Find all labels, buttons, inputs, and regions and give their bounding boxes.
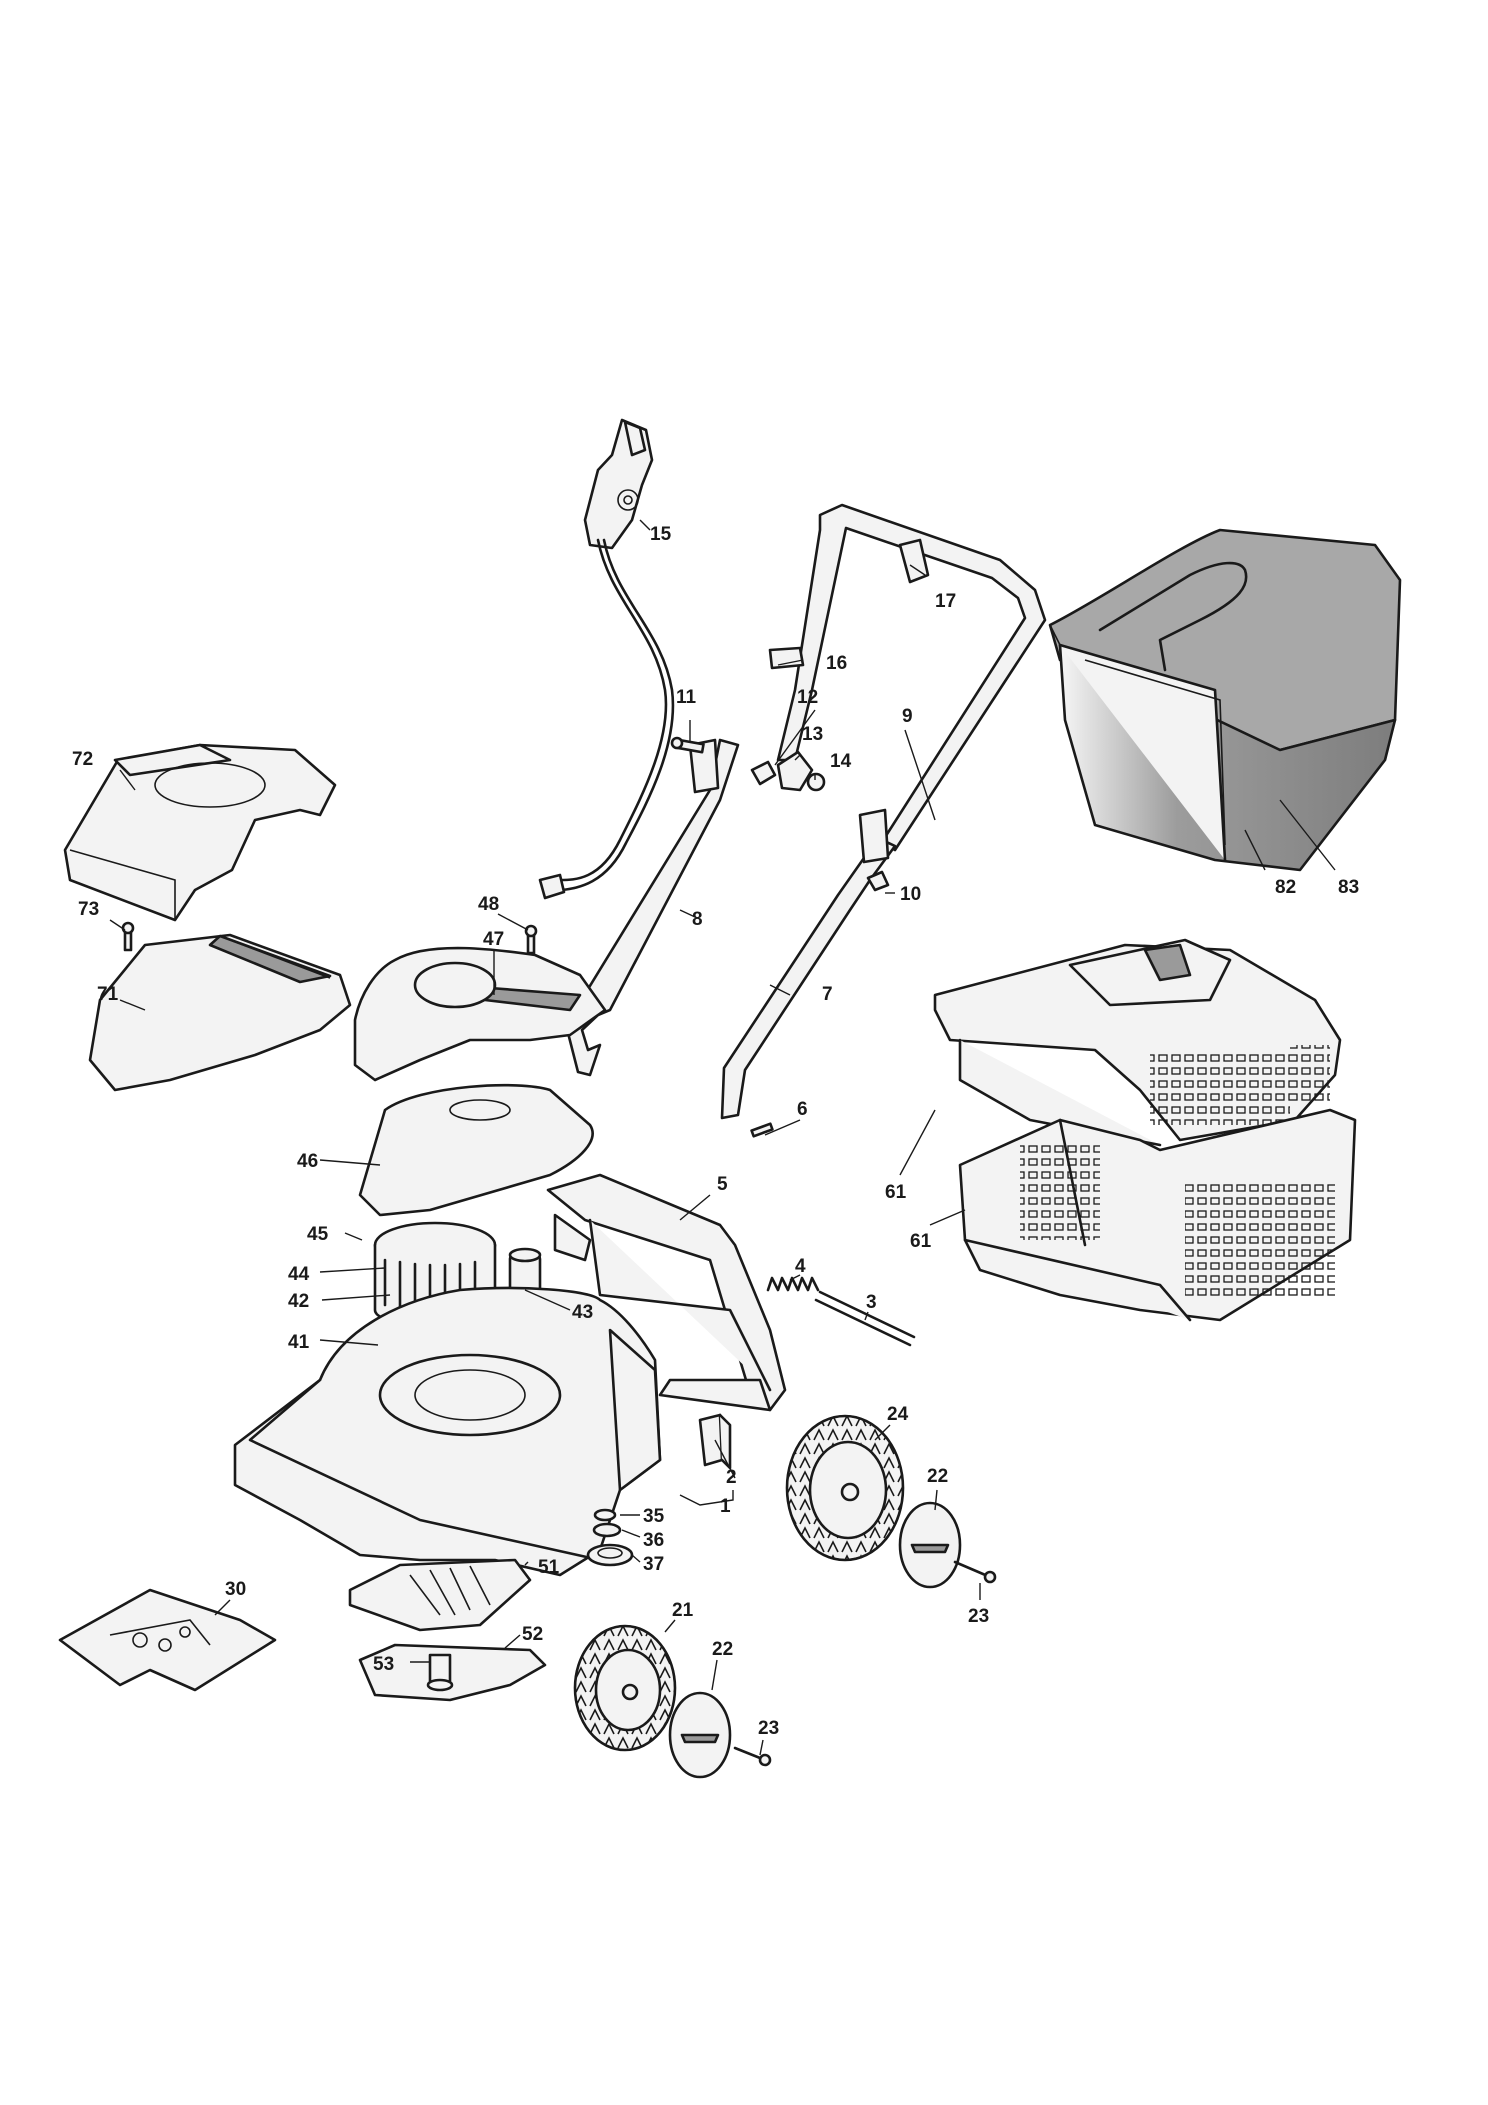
callout-7: 7	[822, 984, 833, 1005]
rear-cover	[88, 933, 352, 1092]
callout-16: 16	[826, 653, 847, 674]
callout-51: 51	[538, 1557, 560, 1578]
callout-6: 6	[797, 1099, 808, 1120]
callout-36: 36	[643, 1530, 664, 1551]
callout-35: 35	[643, 1506, 665, 1527]
grass-bag	[1048, 528, 1402, 872]
callout-52: 52	[522, 1624, 543, 1645]
callout-47: 47	[483, 929, 504, 950]
callout-22-rear: 22	[927, 1466, 948, 1487]
fasteners-handle	[121, 736, 890, 1138]
switch-box	[583, 418, 654, 550]
basket-top	[933, 938, 1342, 1147]
rear-wheel-bolt	[953, 1560, 997, 1584]
rear-hubcap	[898, 1501, 962, 1589]
callout-37: 37	[643, 1554, 664, 1575]
callout-61-bottom: 61	[910, 1231, 932, 1252]
upper-handle	[768, 503, 1047, 852]
rear-wheel	[785, 1414, 905, 1562]
callout-9: 9	[902, 706, 913, 727]
callout-8: 8	[692, 909, 703, 930]
lower-handle-right	[720, 808, 897, 1120]
callout-3: 3	[866, 1292, 877, 1313]
callout-13: 13	[802, 724, 823, 745]
callout-73: 73	[78, 899, 99, 920]
fan	[348, 1558, 532, 1632]
mower-deck	[233, 1213, 662, 1577]
callout-12: 12	[797, 687, 818, 708]
callout-71: 71	[97, 984, 119, 1005]
callout-21: 21	[672, 1600, 694, 1621]
callout-15: 15	[650, 524, 672, 545]
callout-labels: 1 2 3 4 5 6 7 8 9 10 11 12 13 14 15 16 1…	[72, 524, 1359, 1739]
leader-lines	[109, 519, 1336, 1756]
parts-bag	[58, 1588, 277, 1692]
blade-bolt	[426, 1653, 454, 1692]
callout-24: 24	[887, 1404, 909, 1425]
spring	[766, 1276, 820, 1292]
callout-11: 11	[676, 687, 697, 708]
callout-5: 5	[717, 1174, 728, 1195]
callout-72: 72	[72, 749, 93, 770]
callout-61-top: 61	[885, 1182, 907, 1203]
callout-41: 41	[288, 1332, 310, 1353]
callout-14: 14	[830, 751, 852, 772]
callout-22-front: 22	[712, 1639, 733, 1660]
front-wheel-bolt	[733, 1746, 772, 1767]
callout-1: 1	[720, 1496, 731, 1517]
basket-bottom	[958, 1108, 1357, 1322]
bushings	[586, 1508, 634, 1567]
callout-4: 4	[795, 1256, 806, 1277]
top-cover	[63, 743, 337, 922]
callout-2: 2	[726, 1467, 737, 1488]
callout-23-rear: 23	[968, 1606, 989, 1627]
callout-17: 17	[935, 591, 956, 612]
callout-53: 53	[373, 1654, 394, 1675]
callout-46: 46	[297, 1151, 318, 1172]
front-hubcap	[668, 1691, 732, 1779]
front-wheel	[573, 1624, 677, 1752]
callout-44: 44	[288, 1264, 310, 1285]
callout-43: 43	[572, 1302, 593, 1323]
blade	[358, 1643, 547, 1702]
callout-42: 42	[288, 1291, 309, 1312]
rear-flap	[546, 1173, 787, 1412]
callout-82: 82	[1275, 877, 1296, 898]
callout-83: 83	[1338, 877, 1359, 898]
callout-10: 10	[900, 884, 921, 905]
callout-30: 30	[225, 1579, 246, 1600]
motor-cover-lower	[358, 1083, 594, 1217]
callout-48: 48	[478, 894, 499, 915]
callout-45: 45	[307, 1224, 329, 1245]
switch-cable	[538, 538, 675, 900]
callout-23-front: 23	[758, 1718, 779, 1739]
motor-cover-upper	[353, 946, 607, 1082]
